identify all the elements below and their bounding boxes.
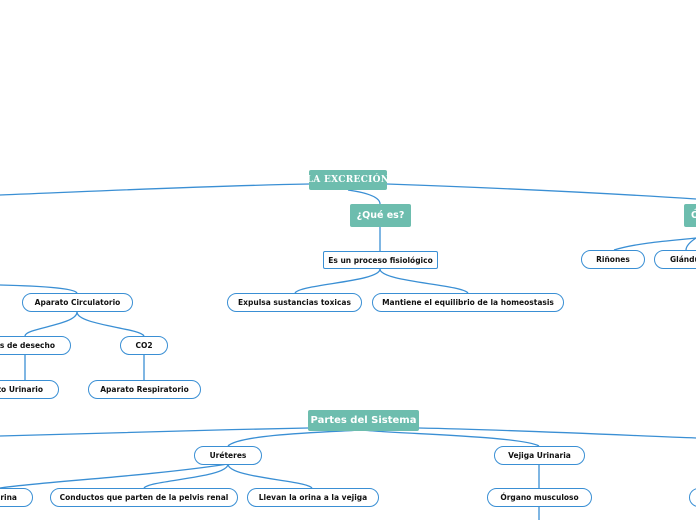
topic-conductos[interactable]: Conductos que parten de la pelvis renal [50, 488, 238, 507]
topic-aparato-urinario[interactable]: to Urinario [0, 380, 59, 399]
topic-aparato-circulatorio[interactable]: Aparato Circulatorio [22, 293, 133, 312]
topic-expulsa[interactable]: Expulsa sustancias toxicas [227, 293, 362, 312]
topic-llevan-orina[interactable]: Llevan la orina a la vejiga [247, 488, 379, 507]
topic-sustancias-desecho[interactable]: as de desecho [0, 336, 71, 355]
topic-glandulas[interactable]: Glándu [654, 250, 696, 269]
root-topic[interactable]: LA EXCRECIÓN [309, 170, 387, 190]
topic-partes-sistema[interactable]: Partes del Sistema [308, 410, 419, 431]
topic-orina[interactable]: orina [0, 488, 33, 507]
topic-ureteres[interactable]: Uréteres [194, 446, 262, 465]
topic-organo-musculoso[interactable]: Órgano musculoso [487, 488, 592, 507]
topic-aparato-respiratorio[interactable]: Aparato Respiratorio [88, 380, 201, 399]
topic-definition[interactable]: Es un proceso fisiológico [323, 251, 438, 269]
topic-vejiga-urinaria[interactable]: Vejiga Urinaria [494, 446, 585, 465]
topic-rinones[interactable]: Riñones [581, 250, 645, 269]
topic-co2[interactable]: CO2 [120, 336, 168, 355]
topic-que-es[interactable]: ¿Qué es? [350, 204, 411, 227]
topic-right-partial[interactable]: Ó [684, 204, 696, 227]
topic-mantiene[interactable]: Mantiene el equilibrio de la homeostasis [372, 293, 564, 312]
